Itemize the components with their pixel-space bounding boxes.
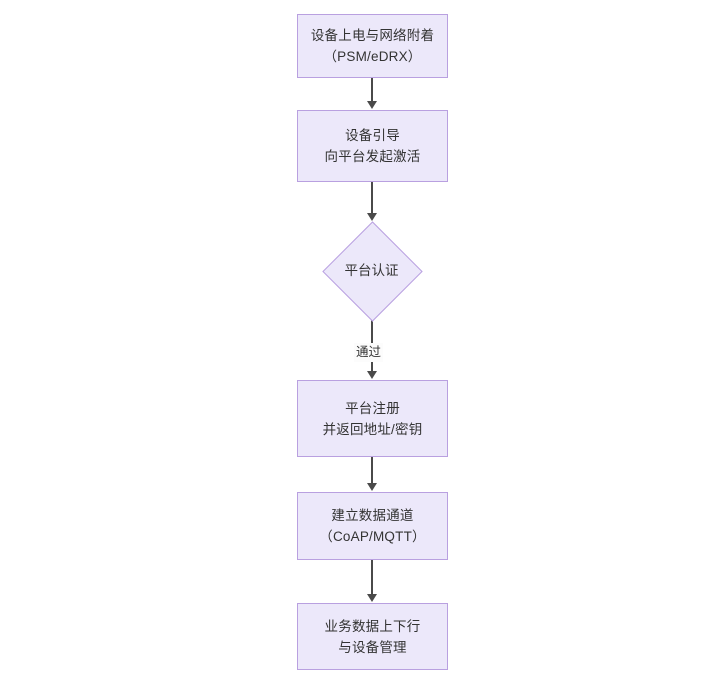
node-data-channel[interactable]: 建立数据通道 （CoAP/MQTT） bbox=[297, 492, 448, 560]
node-platform-register-line-1: 平台注册 bbox=[345, 400, 400, 416]
arrowhead-platform-auth-to-platform-register bbox=[367, 371, 377, 379]
connector-data-channel-to-business-data bbox=[371, 560, 373, 595]
arrowhead-power-on-to-bootstrap bbox=[367, 101, 377, 109]
node-platform-register-line-2: 并返回地址/密钥 bbox=[322, 421, 423, 437]
arrowhead-data-channel-to-business-data bbox=[367, 594, 377, 602]
node-data-channel-line-1: 建立数据通道 bbox=[331, 508, 414, 523]
node-power-on[interactable]: 设备上电与网络附着 （PSM/eDRX） bbox=[297, 14, 448, 78]
node-bootstrap[interactable]: 设备引导 向平台发起激活 bbox=[297, 110, 448, 182]
connector-bootstrap-to-platform-auth bbox=[371, 182, 373, 214]
node-platform-auth-label: 平台认证 bbox=[344, 263, 399, 278]
node-business-data-line-2: 与设备管理 bbox=[338, 639, 407, 655]
arrowhead-bootstrap-to-platform-auth bbox=[367, 213, 377, 221]
node-bootstrap-line-2: 向平台发起激活 bbox=[324, 149, 421, 164]
arrowhead-platform-register-to-data-channel bbox=[367, 483, 377, 491]
node-platform-register[interactable]: 平台注册 并返回地址/密钥 bbox=[297, 380, 448, 457]
node-data-channel-line-2: （CoAP/MQTT） bbox=[319, 529, 426, 544]
edge-label-pass: 通过 bbox=[354, 343, 384, 362]
node-power-on-line-2: （PSM/eDRX） bbox=[323, 49, 422, 64]
node-power-on-line-1: 设备上电与网络附着 bbox=[310, 28, 435, 43]
node-business-data[interactable]: 业务数据上下行 与设备管理 bbox=[297, 603, 448, 670]
connector-platform-register-to-data-channel bbox=[371, 457, 373, 484]
node-business-data-line-1: 业务数据上下行 bbox=[324, 618, 421, 634]
connector-power-on-to-bootstrap bbox=[371, 78, 373, 102]
node-bootstrap-line-1: 设备引导 bbox=[345, 128, 400, 143]
node-platform-auth[interactable]: 平台认证 bbox=[322, 221, 423, 322]
